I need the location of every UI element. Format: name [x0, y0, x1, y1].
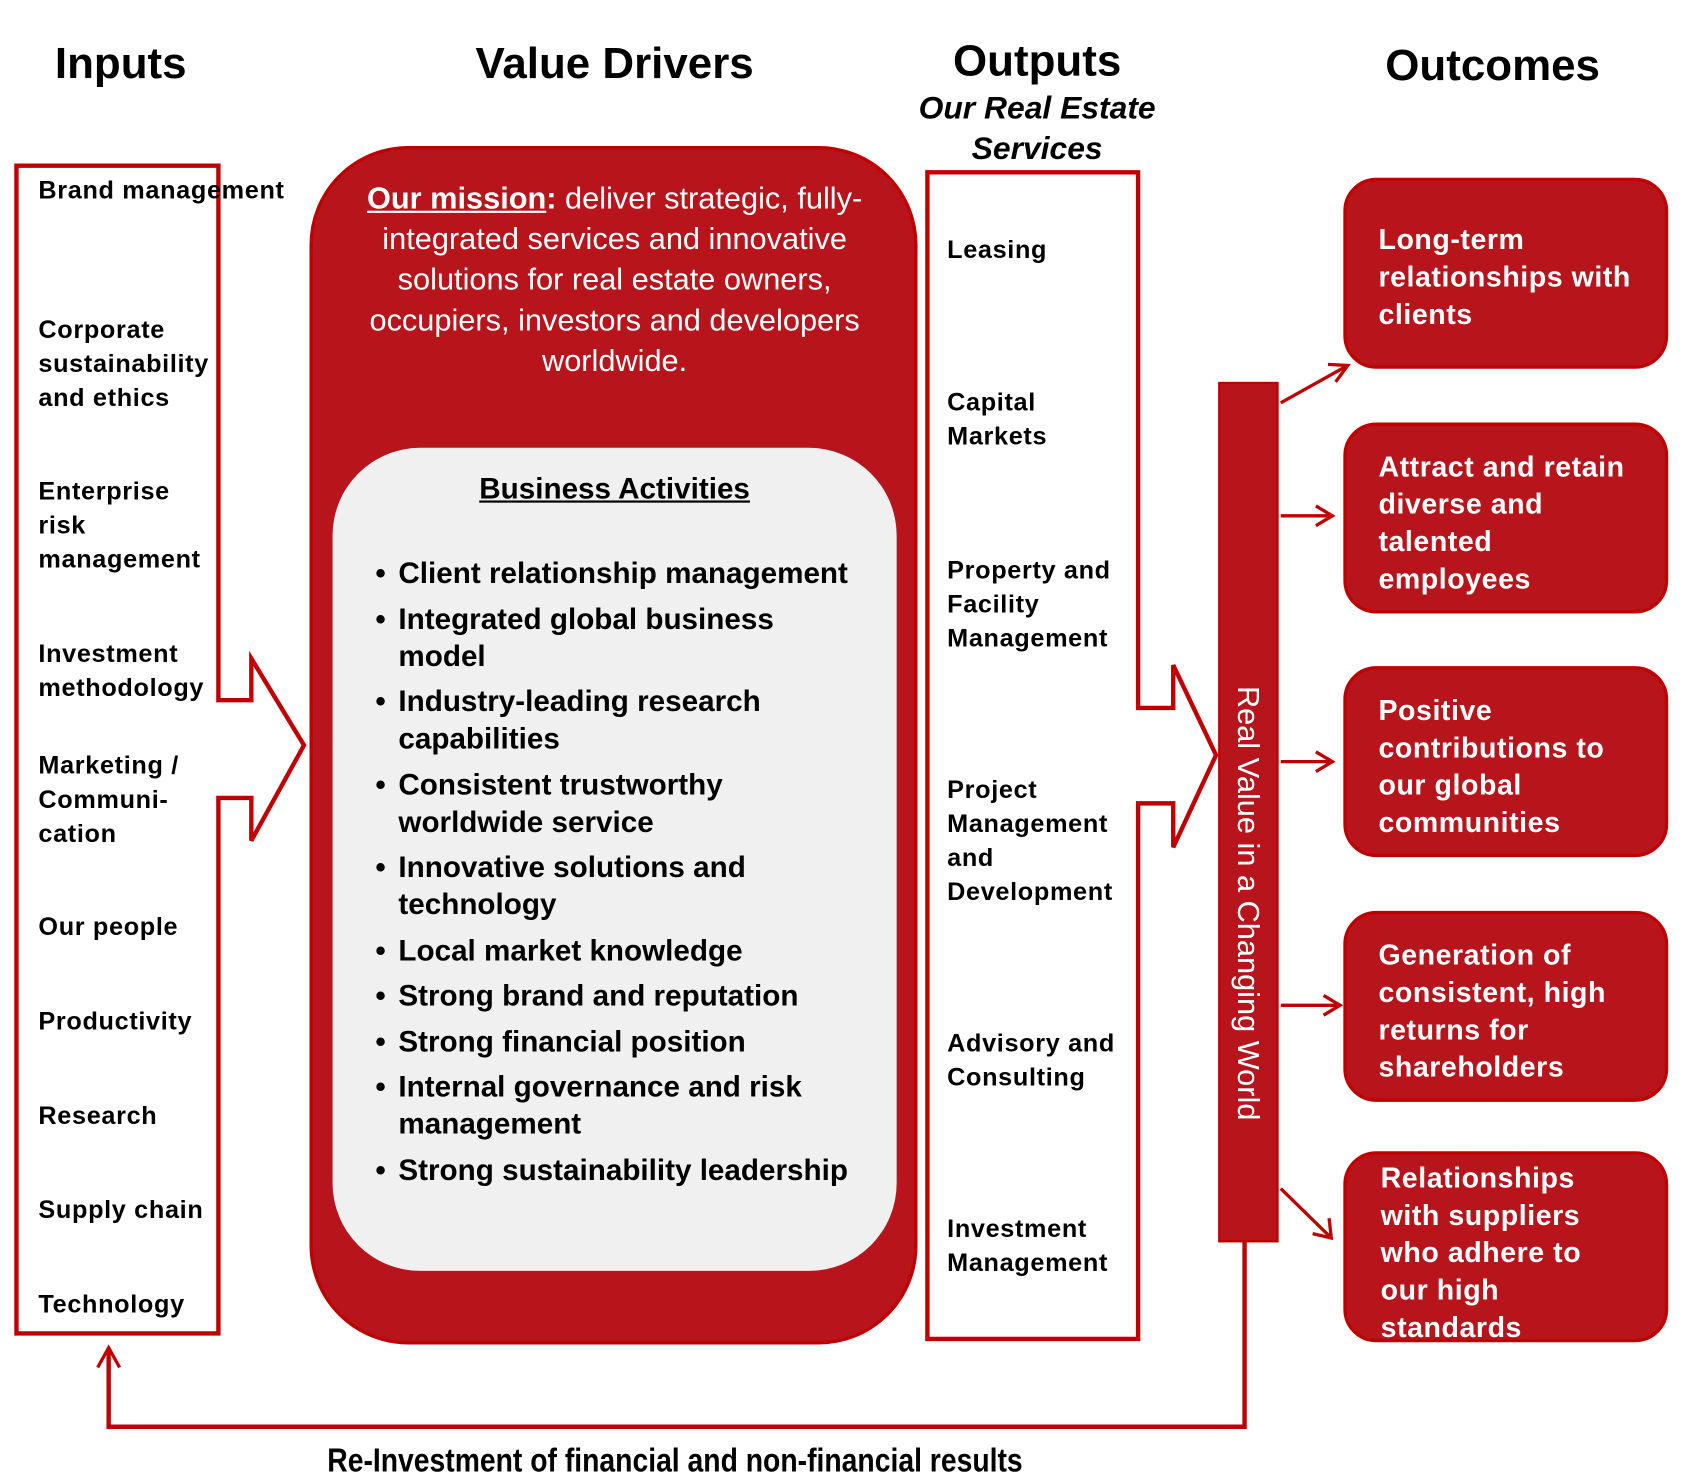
arrow-to-outcome-4-icon	[1280, 994, 1344, 1017]
input-item: Supply chain	[38, 1195, 204, 1224]
reinvestment-label: Re-Investment of financial and non-finan…	[327, 1443, 1023, 1480]
outcome-arrows	[1279, 362, 1351, 1241]
bullet-icon: •	[375, 767, 386, 801]
bullet-icon: •	[375, 684, 386, 718]
input-item: Research	[38, 1100, 158, 1130]
activity-item: •Strong financial position	[373, 1022, 856, 1059]
outcome-box: Positive contributions to our global com…	[1343, 666, 1669, 858]
input-item: Investment methodology	[38, 638, 205, 702]
value-drivers-title: Value Drivers	[475, 39, 754, 88]
input-item: Technology	[38, 1289, 185, 1319]
activity-item: •Integrated global business model	[373, 600, 856, 675]
real-value-bar	[1218, 381, 1279, 1243]
inputs-frame-arrow-icon	[14, 163, 307, 1336]
business-activities-list: •Client relationship management •Integra…	[373, 554, 856, 1196]
bullet-icon: •	[375, 556, 386, 590]
input-item: Our people	[38, 912, 179, 941]
mission-lead: Our mission	[366, 181, 547, 216]
output-item: Project Management and Development	[947, 774, 1113, 906]
inputs-title: Inputs	[54, 39, 187, 88]
activity-item: •Client relationship management	[373, 554, 856, 591]
mission-colon: :	[546, 181, 557, 216]
arrow-to-outcome-1-icon	[1279, 362, 1351, 405]
bullet-icon: •	[375, 601, 386, 635]
input-item: Marketing / Communi-cation	[38, 750, 179, 848]
activity-item: •Strong sustainability leadership	[373, 1151, 856, 1188]
activity-item: •Local market knowledge	[373, 931, 856, 968]
bullet-icon: •	[375, 850, 386, 884]
outputs-title: Outputs	[953, 37, 1122, 86]
input-item: Productivity	[38, 1006, 193, 1035]
arrow-to-outcome-3-icon	[1280, 750, 1336, 773]
mission-body: deliver strategic, fully-integrated serv…	[369, 181, 863, 378]
output-item: Advisory and Consulting	[947, 1028, 1115, 1091]
outputs-frame-arrow-icon	[925, 170, 1219, 1342]
reinvestment-loop-line	[106, 1242, 1247, 1429]
business-activities-box	[332, 447, 897, 1271]
input-item: Corporate sustainability and ethics	[38, 314, 209, 412]
output-item: Leasing	[947, 234, 1048, 264]
activity-item: •Internal governance and risk management	[373, 1068, 856, 1143]
outcomes-title: Outcomes	[1385, 41, 1600, 90]
activity-item: •Innovative solutions and technology	[373, 848, 856, 923]
real-value-label: Real Value in a Changing World	[1231, 685, 1266, 1120]
output-item: Property and Facility Management	[947, 555, 1111, 652]
input-item: Brand management	[38, 175, 285, 205]
activity-item: •Strong brand and reputation	[373, 977, 856, 1014]
arrow-to-outcome-5-icon	[1279, 1187, 1334, 1241]
bullet-icon: •	[375, 1070, 386, 1103]
bullet-icon: •	[375, 978, 386, 1012]
outcome-box: Attract and retain diverse and talented …	[1343, 422, 1669, 614]
bullet-icon: •	[375, 1024, 386, 1058]
activity-item: •Industry-leading research capabilities	[373, 683, 856, 758]
bullet-icon: •	[375, 933, 386, 967]
input-item: Enterprise risk management	[38, 476, 201, 573]
outcome-box: Relationships with suppliers who adhere …	[1343, 1151, 1669, 1343]
activity-item: •Consistent trustworthy worldwide servic…	[373, 766, 856, 841]
outcome-box: Generation of consistent, high returns f…	[1343, 910, 1669, 1102]
outcome-box: Long-term relationships with clients	[1343, 177, 1669, 369]
mission-statement: Our mission: deliver strategic, fully-in…	[329, 178, 900, 381]
outputs-subtitle: Our Real Estate Services	[918, 91, 1156, 167]
output-item: Investment Management	[947, 1213, 1109, 1277]
business-activities-title: Business Activities	[479, 471, 750, 505]
arrow-to-outcome-2-icon	[1280, 504, 1336, 528]
output-item: Capital Markets	[947, 387, 1048, 450]
reinvestment-arrowhead-icon	[96, 1344, 122, 1369]
bullet-icon: •	[375, 1152, 386, 1186]
